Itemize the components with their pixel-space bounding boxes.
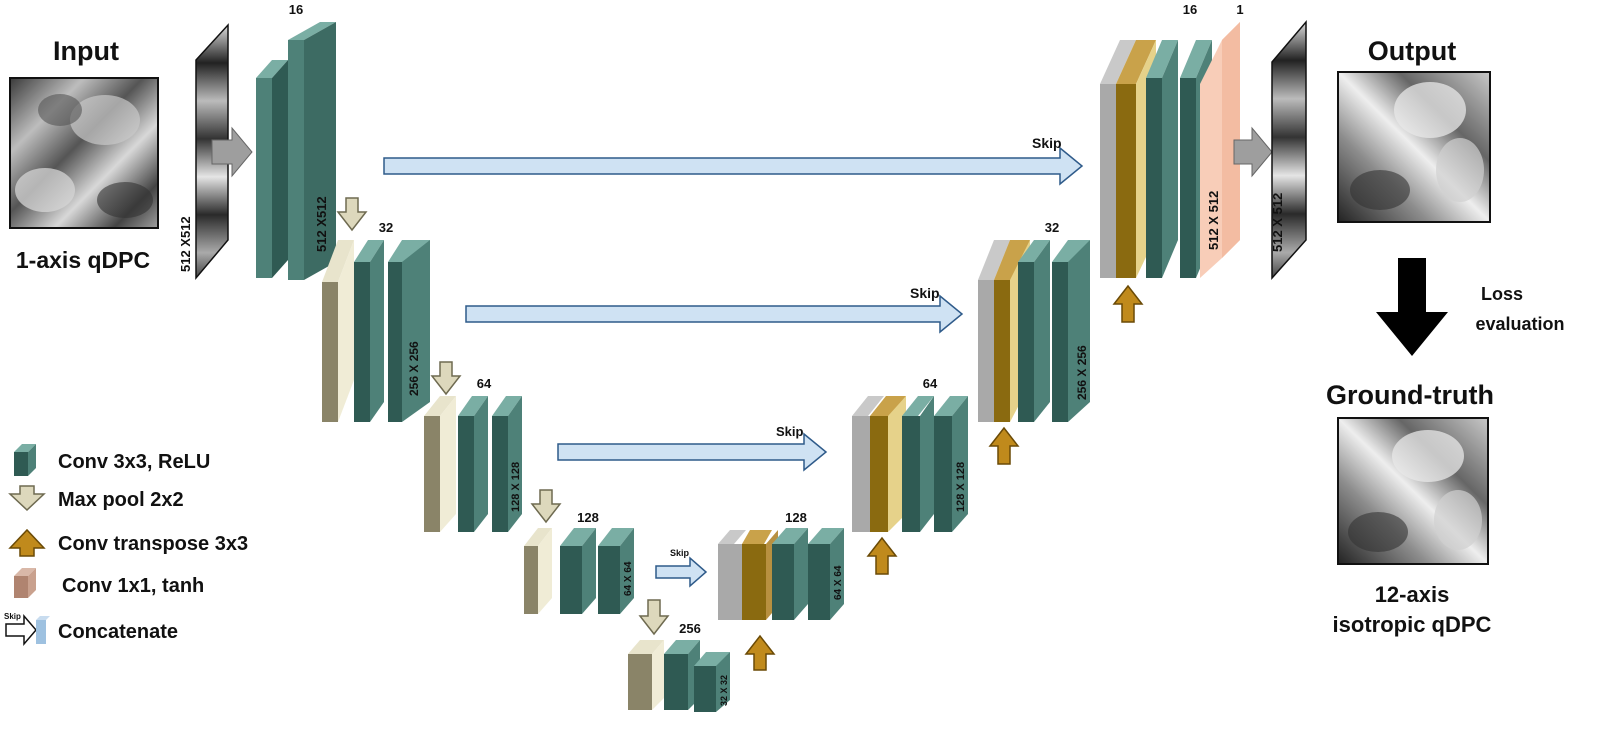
skip-arrow-level-4 (655, 556, 708, 588)
decoder-4-channels: 128 (785, 510, 807, 525)
legend-item-conv: Conv 3x3, ReLU (14, 444, 210, 476)
skip-label-1: Skip (1032, 135, 1062, 151)
transpose-arrow-4 (744, 634, 776, 671)
output-title: Output (1368, 36, 1456, 66)
decoder-level-1 (1100, 22, 1240, 278)
output-size-label: 512 X 512 (1270, 193, 1285, 252)
encoder-level-3 (424, 396, 522, 532)
legend-label-max-pool: Max pool 2x2 (58, 489, 184, 511)
decoder-1-final-channels: 1 (1236, 2, 1243, 17)
conv-block-icon (14, 444, 36, 476)
ground-truth-title: Ground-truth (1326, 380, 1494, 410)
output-image (1337, 71, 1491, 223)
legend: Conv 3x3, ReLU Max pool 2x2 Conv transpo… (4, 444, 248, 647)
transpose-arrow-1 (1112, 284, 1144, 323)
encoder-3-size: 128 X 128 (510, 462, 522, 512)
bottleneck-level (628, 640, 730, 712)
pool-arrow-4 (638, 599, 670, 636)
max-pool-arrow-icon (8, 485, 46, 512)
encoder-4-channels: 128 (577, 510, 599, 525)
ground-truth-image (1337, 417, 1489, 565)
skip-label-4: Skip (670, 548, 690, 558)
legend-label-conv1x1: Conv 1x1, tanh (62, 575, 204, 597)
skip-arrow-level-2 (465, 294, 964, 334)
loss-label-line1: Loss (1481, 284, 1523, 304)
decoder-2-size: 256 X 256 (1075, 345, 1089, 400)
pool-arrow-1 (336, 197, 368, 232)
input-size-label: 512 X512 (178, 216, 193, 272)
legend-label-concatenate: Concatenate (58, 621, 178, 643)
skip-label-2: Skip (910, 285, 940, 301)
decoder-4-size: 64 X 64 (833, 565, 844, 600)
legend-concatenate-icon-text: Skip (4, 612, 21, 621)
skip-arrow-level-1 (383, 146, 1084, 186)
legend-label-conv: Conv 3x3, ReLU (58, 451, 210, 473)
ground-truth-caption-line1: 12-axis (1375, 582, 1450, 607)
decoder-2-channels: 32 (1045, 220, 1059, 235)
input-arrow (211, 126, 253, 178)
decoder-3-size: 128 X 128 (955, 462, 967, 512)
input-image (9, 77, 159, 229)
output-arrow (1233, 126, 1273, 178)
conv1x1-block-icon (14, 568, 36, 598)
encoder-4-size: 64 X 64 (623, 561, 634, 596)
transpose-arrow-3 (866, 536, 898, 575)
encoder-level-2 (322, 240, 430, 422)
decoder-level-3 (852, 396, 968, 532)
encoder-1-size: 512 X512 (314, 196, 329, 252)
legend-item-max-pool: Max pool 2x2 (8, 485, 184, 512)
loss-label-line2: evaluation (1475, 314, 1564, 334)
input-title: Input (53, 36, 119, 66)
conv-transpose-arrow-icon (8, 528, 46, 557)
transpose-arrow-2 (988, 426, 1020, 465)
encoder-2-channels: 32 (379, 220, 393, 235)
legend-item-concatenate: Skip Concatenate (4, 612, 178, 647)
legend-item-conv-transpose: Conv transpose 3x3 (8, 528, 248, 557)
loss-arrow (1376, 258, 1448, 356)
input-caption: 1-axis qDPC (16, 247, 150, 273)
encoder-3-channels: 64 (477, 376, 492, 391)
concatenate-icon (5, 613, 50, 647)
encoder-level-1 (256, 22, 336, 280)
decoder-level-4 (718, 528, 844, 620)
pool-arrow-3 (530, 489, 562, 524)
legend-item-conv1x1: Conv 1x1, tanh (14, 568, 204, 598)
bottleneck-size: 32 X 32 (719, 675, 729, 706)
decoder-level-2 (978, 240, 1090, 422)
output-slice (1271, 19, 1307, 280)
pool-arrow-2 (430, 361, 462, 396)
ground-truth-caption-line2: isotropic qDPC (1333, 612, 1492, 637)
decoder-1-size: 512 X 512 (1206, 191, 1221, 250)
decoder-3-channels: 64 (923, 376, 938, 391)
legend-label-conv-transpose: Conv transpose 3x3 (58, 533, 248, 555)
skip-label-3: Skip (776, 424, 804, 439)
encoder-1-channels: 16 (289, 2, 303, 17)
skip-arrow-level-3 (557, 432, 828, 472)
decoder-1-channels: 16 (1183, 2, 1197, 17)
encoder-2-size: 256 X 256 (407, 341, 421, 396)
bottleneck-channels: 256 (679, 621, 701, 636)
encoder-level-4 (524, 528, 634, 614)
